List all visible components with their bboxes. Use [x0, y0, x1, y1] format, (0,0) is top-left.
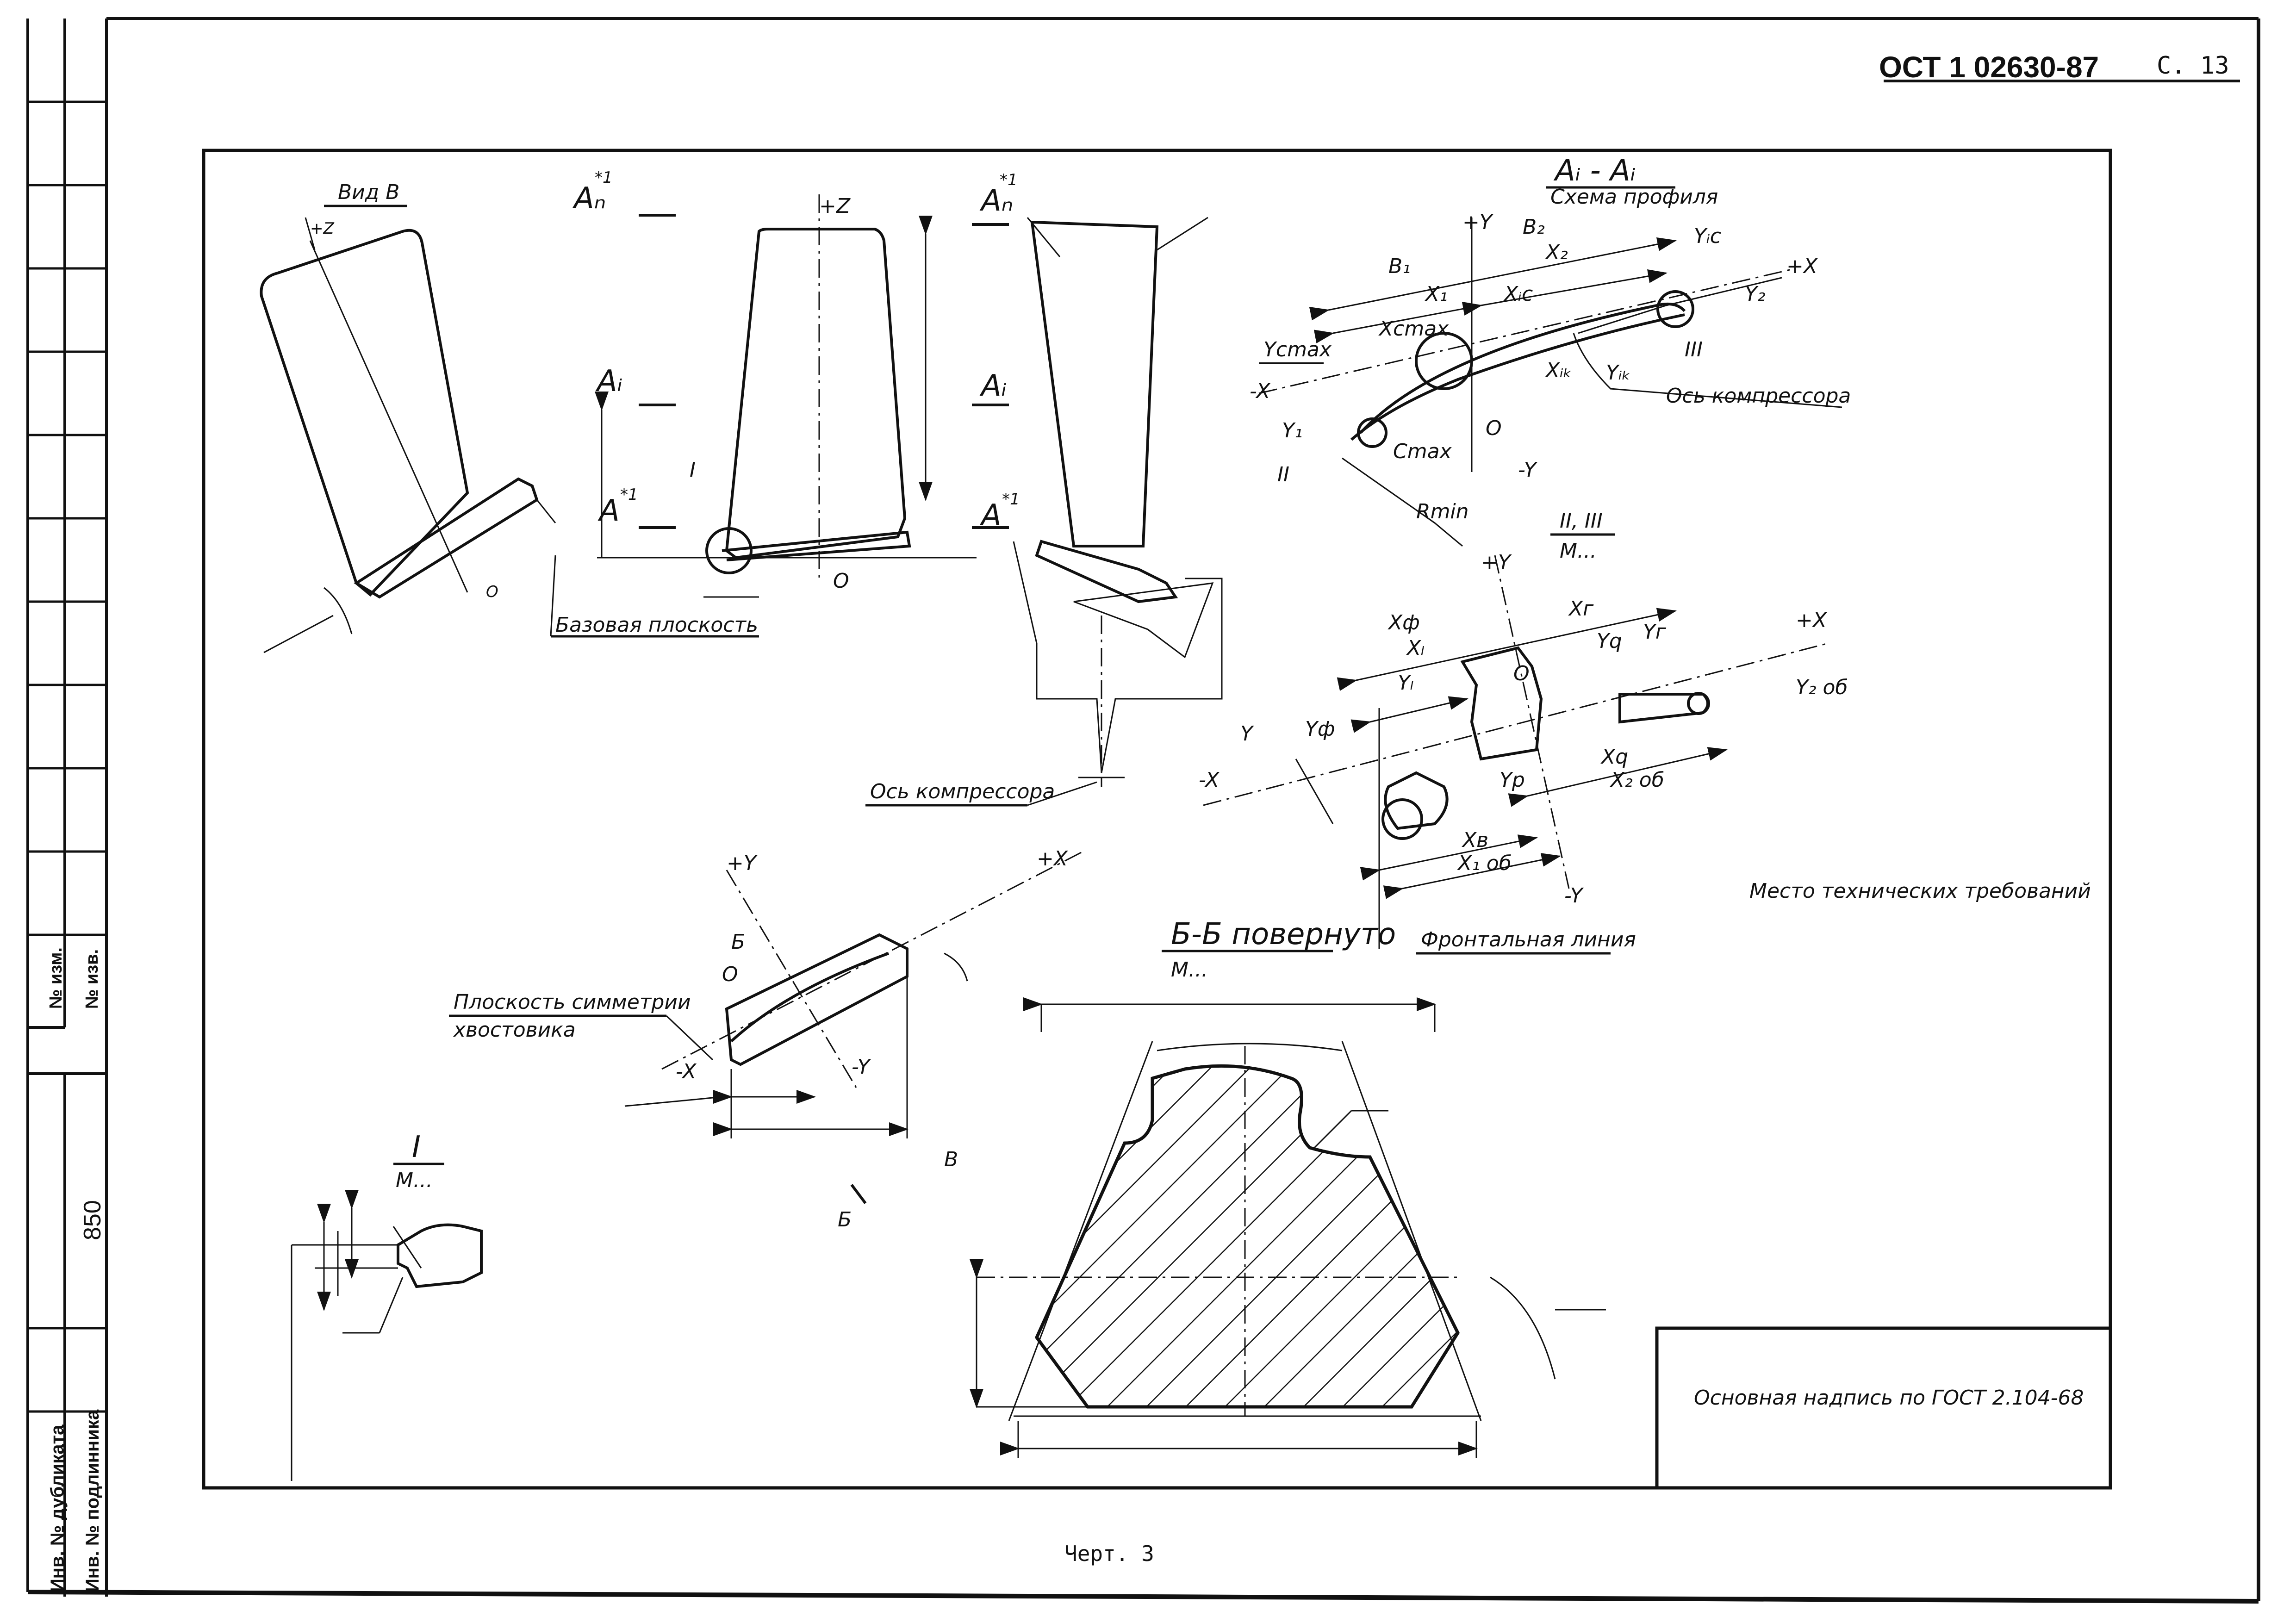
front-view-blade [595, 194, 977, 598]
detail-x-plus: +X [1796, 609, 1827, 632]
figure-caption: Черт. 3 [1064, 1541, 1154, 1566]
profile-x1: X₁ [1425, 282, 1448, 306]
shank-plan-view [624, 851, 1083, 1138]
detail-y-l: Yₗ [1398, 671, 1413, 695]
compressor-axis-label-2: Ось компрессора [1666, 384, 1851, 408]
tech-requirements-place: Место технических требований [1749, 879, 2091, 903]
shank-x-plus: +X [1037, 847, 1068, 871]
view-b-z-label: +Z [310, 219, 334, 238]
section-bb-scale: М... [1171, 958, 1208, 982]
profile-x-plus: +X [1786, 255, 1818, 278]
profile-y1: Y₁ [1282, 419, 1303, 442]
detail-y-q: Yq [1597, 629, 1622, 653]
frontal-line-label: Фронтальная линия [1421, 928, 1636, 951]
detail-x-1ob: X₁ об [1457, 852, 1512, 875]
view-b-o-label: O [486, 583, 498, 601]
a-i-label-right: Aᵢ [979, 369, 1007, 403]
detail-x-q: Xq [1600, 745, 1628, 769]
profile-ycmax: Ycmax [1263, 338, 1332, 361]
detail-x-2ob: X₂ об [1610, 768, 1664, 792]
detail-y-minus: -Y [1564, 884, 1584, 908]
section-bb-title: Б-Б повернуто [1171, 917, 1396, 951]
drawing-frame [202, 149, 2112, 1490]
profile-o: O [1486, 417, 1502, 440]
view-b-title: Вид В [338, 180, 399, 204]
view-b-blade [260, 217, 556, 653]
symmetry-plane-1: Плоскость симметрии [454, 990, 691, 1014]
profile-x-minus: -X [1250, 379, 1270, 403]
detail-x-f: Xф [1388, 611, 1420, 634]
detail-ii-iii-scale: М... [1560, 539, 1597, 563]
detail-x-l: Xₗ [1406, 636, 1424, 660]
profile-callout-ii: II [1277, 463, 1289, 486]
detail-ii-iii-title: II, III [1560, 509, 1603, 533]
profile-scheme-title: Схема профиля [1550, 185, 1718, 209]
shank-v: В [944, 1148, 958, 1171]
front-view-z-label: +Z [819, 194, 851, 218]
side-grid [28, 100, 106, 1413]
profile-x2: X₂ [1545, 241, 1568, 264]
profile-xic: Xᵢc [1503, 282, 1533, 306]
sheet-frame [26, 17, 2260, 1604]
profile-b1: B₁ [1388, 255, 1411, 278]
detail-o: O [1513, 662, 1530, 685]
profile-xik: Xᵢₖ [1545, 359, 1572, 382]
profile-b2: B₂ [1523, 215, 1545, 239]
a-star-sup-left: *1 [620, 485, 638, 504]
a-n-star-left: *1 [595, 168, 613, 187]
a-star-label-left: A [597, 494, 620, 528]
compressor-axis-label-1: Ось компрессора [870, 780, 1055, 803]
side-view-blade [1013, 217, 1223, 787]
profile-yik: Yᵢₖ [1606, 361, 1630, 385]
detail-y-f: Yф [1305, 717, 1335, 741]
profile-y-minus: -Y [1518, 458, 1538, 482]
a-n-label-right: Aₙ [979, 184, 1013, 218]
detail-y-plus: +Y [1481, 551, 1512, 574]
detail-i-title: I [412, 1130, 421, 1164]
detail-y-star: Y [1240, 722, 1254, 746]
shank-y-minus: -Y [852, 1055, 871, 1079]
a-star-sup-right: *1 [1002, 490, 1020, 509]
title-block-text: Основная надпись по ГОСТ 2.104-68 [1694, 1386, 2084, 1410]
section-marks-left [639, 214, 1009, 529]
profile-rmin: Rmin [1416, 500, 1469, 523]
profile-callout-iii: III [1685, 338, 1703, 361]
profile-cmax: Cmax [1393, 440, 1452, 463]
detail-y-g: Yг [1643, 620, 1667, 644]
detail-y-2ob: Y₂ об [1796, 676, 1848, 699]
detail-i-callout: I [690, 458, 696, 482]
shank-b-bottom: Б [838, 1208, 852, 1231]
front-view-o-label: O [833, 569, 849, 593]
profile-yic: Yᵢc [1694, 224, 1721, 248]
section-aa-title: Aᵢ - Aᵢ [1553, 154, 1636, 188]
profile-xcmax: Xcmax [1378, 317, 1449, 341]
shank-x-minus: -X [676, 1060, 697, 1083]
detail-y-p: Yp [1500, 768, 1525, 792]
section-bb-drawing [970, 997, 1606, 1458]
shank-y-plus: +Y [727, 852, 758, 875]
detail-ii-iii-drawing [1203, 555, 1829, 949]
profile-y2: Y₂ [1745, 282, 1766, 306]
a-star-label-right: A [979, 498, 1002, 533]
symmetry-plane-2: хвостовика [453, 1018, 576, 1042]
base-plane-label: Базовая плоскость [555, 613, 758, 637]
title-block [1655, 1326, 2112, 1490]
profile-scheme [1258, 218, 1842, 547]
detail-x-g: Xг [1568, 597, 1594, 621]
shank-o: O [722, 963, 738, 986]
shank-b-top: Б [731, 930, 745, 954]
page-number: С. 13 [2157, 52, 2229, 80]
standard-number: ОСТ 1 02630-87 [1879, 50, 2099, 84]
detail-x-v: Xв [1462, 828, 1488, 852]
detail-i-scale: М... [396, 1169, 433, 1192]
profile-y-plus: +Y [1462, 211, 1493, 234]
a-i-label-left: Aᵢ [595, 364, 622, 398]
detail-x-minus: -X [1199, 768, 1220, 792]
detail-i-drawing [291, 1190, 483, 1481]
a-n-label-left: Aₙ [572, 181, 606, 216]
a-n-star-right: *1 [1000, 171, 1018, 189]
